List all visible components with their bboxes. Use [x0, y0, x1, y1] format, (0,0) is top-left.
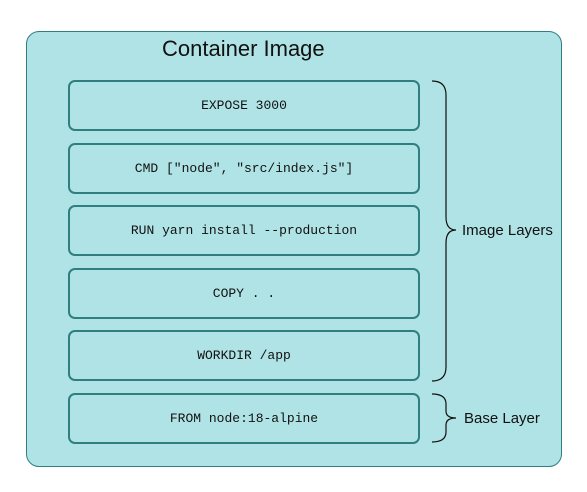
layer-run-yarn-install: RUN yarn install --production	[68, 205, 420, 256]
base-layer-label: Base Layer	[464, 410, 540, 427]
layer-cmd: CMD ["node", "src/index.js"]	[68, 143, 420, 194]
layer-expose: EXPOSE 3000	[68, 80, 420, 131]
image-layers-label: Image Layers	[462, 222, 553, 239]
layer-copy: COPY . .	[68, 268, 420, 319]
layer-workdir: WORKDIR /app	[68, 330, 420, 381]
image-layers-brace	[431, 80, 457, 382]
base-layer-brace	[431, 393, 457, 443]
container-image-title: Container Image	[162, 36, 325, 61]
layer-from-base: FROM node:18-alpine	[68, 393, 420, 444]
